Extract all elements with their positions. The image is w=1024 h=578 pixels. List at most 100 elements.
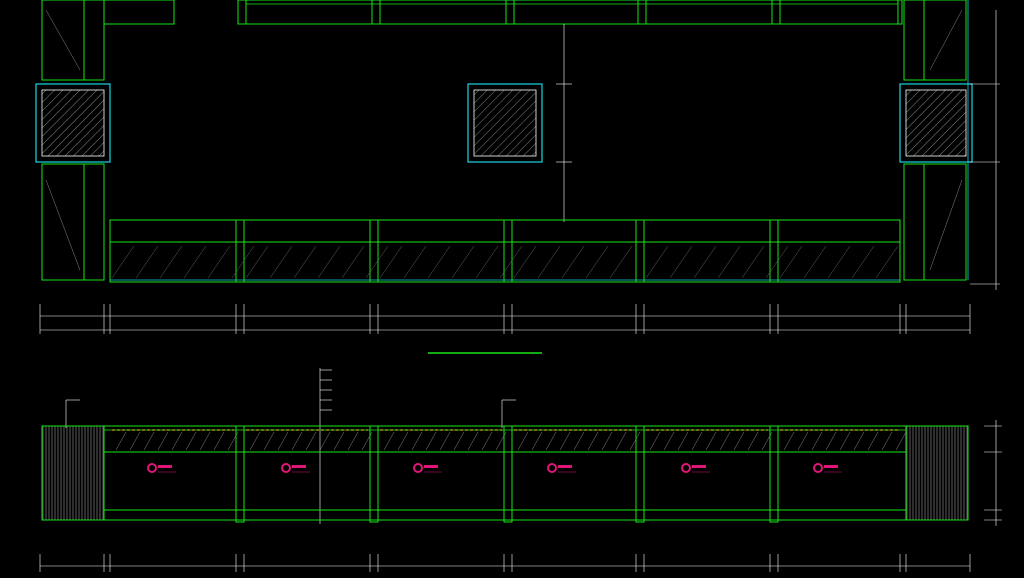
elevation-glass-hatch bbox=[263, 431, 275, 451]
elevation-glass-hatch bbox=[347, 431, 359, 451]
elevation-glass-hatch bbox=[157, 431, 169, 451]
elevation-glass-hatch bbox=[481, 431, 493, 451]
elevation-right-pillar bbox=[905, 425, 969, 521]
plan-glass-hatch bbox=[427, 245, 451, 279]
logo-mark bbox=[547, 463, 576, 473]
plan-glass-hatch bbox=[741, 245, 765, 279]
elevation-post bbox=[369, 425, 379, 523]
plan-glass-hatch bbox=[875, 245, 899, 279]
elevation-glass-hatch bbox=[305, 431, 317, 451]
plan-center-dimension bbox=[556, 24, 572, 222]
elevation-glass-hatch bbox=[825, 431, 837, 451]
plan-top-post bbox=[637, 0, 647, 25]
plan-glass-hatch bbox=[851, 245, 875, 279]
plan-top-posts bbox=[371, 0, 781, 25]
elevation-glass-hatch bbox=[649, 431, 661, 451]
elevation-glass-hatch bbox=[881, 431, 893, 451]
logo-bar bbox=[692, 465, 706, 468]
elevation-callouts bbox=[65, 368, 516, 524]
elevation-glass-hatch bbox=[129, 431, 141, 451]
elevation-view bbox=[39, 368, 1002, 572]
elevation-glass-hatch bbox=[115, 431, 127, 451]
plan-glass-hatch bbox=[269, 245, 293, 279]
plan-right-wall bbox=[903, 0, 969, 281]
elevation-glass-hatch bbox=[277, 431, 289, 451]
plan-glass-hatch bbox=[803, 245, 827, 279]
logo-icon bbox=[281, 463, 291, 473]
logo-bar bbox=[824, 465, 838, 468]
logo-bar bbox=[558, 465, 572, 468]
elevation-glass-hatch bbox=[853, 431, 865, 451]
plan-glass-hatch bbox=[403, 245, 427, 279]
elevation-glass-hatch bbox=[559, 431, 571, 451]
plan-glass-hatch bbox=[341, 245, 365, 279]
elevation-post bbox=[235, 425, 245, 523]
elevation-glass-hatch bbox=[291, 431, 303, 451]
plan-bottom-post bbox=[635, 219, 645, 283]
elevation-glass-hatch bbox=[573, 431, 585, 451]
elevation-glass-hatch bbox=[517, 431, 529, 451]
elevation-glass-hatch bbox=[439, 431, 451, 451]
plan-view bbox=[35, 0, 1000, 334]
plan-glass-hatch bbox=[609, 245, 633, 279]
logo-mark bbox=[813, 463, 842, 473]
plan-glass-hatch bbox=[827, 245, 851, 279]
elevation-right-dimension bbox=[984, 420, 1002, 526]
plan-glass-hatch bbox=[513, 245, 537, 279]
elevation-glass-hatch bbox=[867, 431, 879, 451]
logo-icon bbox=[813, 463, 823, 473]
plan-glass-hatch bbox=[183, 245, 207, 279]
elevation-glass-hatch bbox=[171, 431, 183, 451]
plan-column-center bbox=[467, 83, 543, 163]
plan-glass-hatch bbox=[537, 245, 561, 279]
plan-glass-hatch bbox=[765, 245, 789, 279]
elevation-glass-hatch bbox=[425, 431, 437, 451]
elevation-glass-hatch bbox=[545, 431, 557, 451]
plan-glass-hatch bbox=[207, 245, 231, 279]
elevation-glass-hatch bbox=[839, 431, 851, 451]
plan-top-post bbox=[771, 0, 781, 25]
elevation-glass-hatch bbox=[383, 431, 395, 451]
elevation-glass-hatch bbox=[733, 431, 745, 451]
elevation-glass-hatch bbox=[587, 431, 599, 451]
elevation-bottom-dimension bbox=[39, 554, 971, 572]
plan-bottom-post bbox=[769, 219, 779, 283]
elevation-glass-hatch bbox=[249, 431, 261, 451]
logo-mark bbox=[281, 463, 310, 473]
elevation-glass-hatch bbox=[663, 431, 675, 451]
logo-bar bbox=[292, 465, 306, 468]
plan-glass-hatch bbox=[135, 245, 159, 279]
elevation-glass-hatch bbox=[601, 431, 613, 451]
elevation-glass-band bbox=[112, 429, 907, 451]
plan-glass-hatch bbox=[451, 245, 475, 279]
logo-icon bbox=[547, 463, 557, 473]
elevation-glass-hatch bbox=[783, 431, 795, 451]
plan-left-wall bbox=[41, 0, 175, 281]
elevation-left-pillar bbox=[41, 425, 105, 521]
elevation-glass-hatch bbox=[797, 431, 809, 451]
elevation-glass-hatch bbox=[453, 431, 465, 451]
plan-top-post bbox=[371, 0, 381, 25]
logo-bar bbox=[424, 465, 438, 468]
plan-glass-hatch bbox=[317, 245, 341, 279]
logo-icon bbox=[413, 463, 423, 473]
plan-top-post bbox=[505, 0, 515, 25]
elevation-glass-hatch bbox=[333, 431, 345, 451]
plan-bottom-posts bbox=[235, 219, 779, 283]
elevation-posts bbox=[235, 425, 779, 523]
elevation-glass-hatch bbox=[691, 431, 703, 451]
plan-column-right bbox=[899, 83, 973, 163]
elevation-glass-hatch bbox=[199, 431, 211, 451]
logo-mark bbox=[413, 463, 442, 473]
elevation-glass-hatch bbox=[319, 431, 331, 451]
plan-glass-hatch bbox=[245, 245, 269, 279]
plan-glass-hatch bbox=[779, 245, 803, 279]
plan-glass-hatch bbox=[645, 245, 669, 279]
plan-glass-hatch bbox=[293, 245, 317, 279]
plan-bottom-dimension bbox=[39, 304, 971, 334]
plan-glass-hatch bbox=[379, 245, 403, 279]
plan-glass-hatch bbox=[717, 245, 741, 279]
plan-glass-hatch bbox=[365, 245, 389, 279]
plan-glass-hatch bbox=[499, 245, 523, 279]
